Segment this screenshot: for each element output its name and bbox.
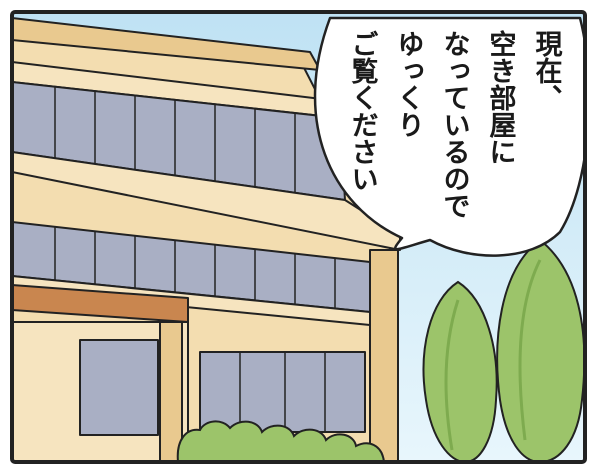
building <box>12 17 401 462</box>
tree-right-shade <box>518 259 542 441</box>
tree-left-shade <box>444 299 460 451</box>
bubble-line-5: ご覧ください <box>347 30 379 192</box>
bubble-line-1: 現在、 <box>531 30 563 111</box>
trees <box>422 238 585 462</box>
building-side <box>369 249 399 462</box>
shrub-row <box>176 420 386 462</box>
tree-right <box>496 238 585 462</box>
bubble-line-2: 空き部屋に <box>485 29 517 165</box>
ground-window-right <box>199 351 366 433</box>
bubble-line-4: ゆっくり <box>393 30 424 138</box>
shrubs <box>176 420 386 462</box>
bubble-line-3: なっているので <box>439 30 470 219</box>
panel-frame <box>10 10 587 464</box>
speech-bubble <box>313 16 585 257</box>
window-mullions <box>54 87 336 432</box>
entrance-pillar <box>159 321 183 462</box>
ground-window-left <box>79 339 159 436</box>
speech-bubble-text: 現在、 空き部屋に なっているので ゆっくり ご覧ください <box>347 29 563 219</box>
tree-left <box>422 280 498 462</box>
